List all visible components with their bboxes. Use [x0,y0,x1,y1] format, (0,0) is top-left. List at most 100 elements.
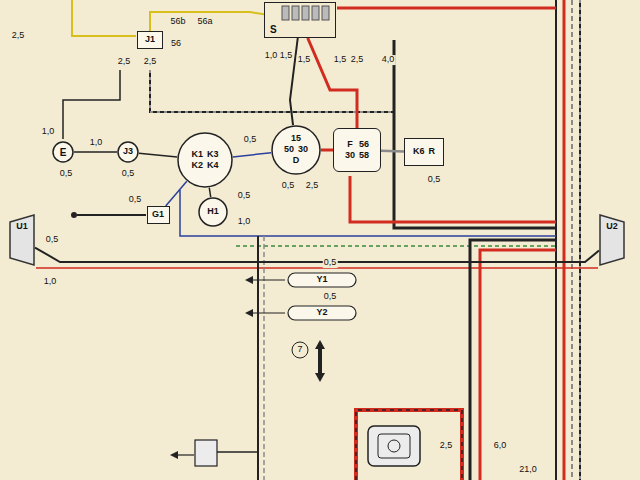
callout-circle [292,342,308,358]
generator-symbol [368,426,420,466]
horn-button: H1 [198,197,228,227]
switch-circle: E [52,141,74,163]
wire-gauge: 1,0 [41,127,56,137]
wire [257,236,259,480]
dimmer-stalk [71,212,146,218]
component-label: D [293,156,300,166]
turn-signal-lamp: U1 [9,214,35,266]
fuse-row [282,6,329,20]
component-label: K1 [191,150,203,160]
brake-light-switch: K6R [404,138,444,166]
interior-lamp: Y1 [287,272,357,288]
component-outline [178,133,232,187]
component-outline [118,142,138,162]
sender-symbol [170,440,217,466]
wire-gauge: 0,5 [323,258,338,268]
wire-gauge: 2,5 [350,55,365,65]
lamp-tube [288,273,356,287]
component-label: F [347,140,353,150]
interior-lamp: Y2 [287,305,357,321]
arrow-head [315,373,325,382]
component-label: S [270,24,277,35]
wire [263,236,265,480]
lamp-tube [288,306,356,320]
ground-lead [252,312,285,313]
wire [150,12,264,31]
arrow-head [315,340,325,349]
generator-shaft [388,440,400,452]
lamp-ground-arrows [245,276,285,317]
wire-gauge: 0,5 [243,135,258,145]
wire-gauge: 0,5 [281,181,296,191]
fuse [302,6,309,20]
component-label: K2 [191,161,203,171]
wire [166,181,187,206]
lamp-housing [10,215,34,265]
component-label: 56 [359,140,369,150]
ignition-switch: 155030D [271,125,321,175]
arrow-shaft [318,348,322,374]
component-label: U2 [606,222,618,232]
component-label: E [60,147,67,158]
wire-gauge: 2,5 [11,31,26,41]
wire-gauge: 2,5 [439,441,454,451]
callout-number: 7 [296,345,303,355]
generator-core [378,434,410,458]
fuse [282,6,289,20]
component-label: J1 [145,35,155,45]
component-label: Y2 [316,308,327,318]
wire-gauge: 56 [170,39,182,49]
component-label: 30 [298,145,308,155]
wire-gauge: 2,5 [117,57,132,67]
wire-gauge: 1,0 [89,138,104,148]
wire [74,151,117,153]
stalk-rod [77,214,146,216]
fuse [322,6,329,20]
component-label: H1 [207,207,219,217]
ground-lead [178,454,194,455]
component-label: K4 [207,161,219,171]
wire-gauge: 1,5 [297,55,312,65]
wire [63,70,120,139]
ground-arrow [170,451,178,459]
wire [563,0,566,480]
wire [233,153,271,157]
relay-circle: J3 [117,141,139,163]
wire [139,153,177,157]
wire-gauge: 0,5 [59,169,74,179]
wire-gauge: 1,0 [237,217,252,227]
wire-gauge: 0,5 [323,292,338,302]
section-arrow [292,340,325,382]
generator-body [368,426,420,466]
wire [180,190,556,236]
fuse [312,6,319,20]
ground-arrow [245,276,253,284]
ground-lead [252,279,285,280]
fuse [292,6,299,20]
wire-gauge: 0,5 [121,169,136,179]
turn-signal-lamp: U2 [599,214,625,266]
wire-gauge: 4,0 [381,55,396,65]
component-label: Y1 [316,275,327,285]
wire-gauge: 0,5 [427,175,442,185]
component-label: U1 [16,222,28,232]
light-switch: F563058 [333,128,381,172]
connectors [35,12,599,262]
wire-stripe [580,0,581,480]
component-outline [272,126,320,174]
harness-bundle [556,0,580,480]
wire-gauge: 21,0 [518,465,538,475]
wire [394,40,556,228]
component-label: J3 [123,147,133,157]
wire [480,250,556,480]
wire [217,451,258,453]
wire [72,0,136,36]
component-label: 50 [284,145,294,155]
wire [470,240,556,480]
wire [381,149,404,152]
wire-gauge: 0,5 [45,235,60,245]
